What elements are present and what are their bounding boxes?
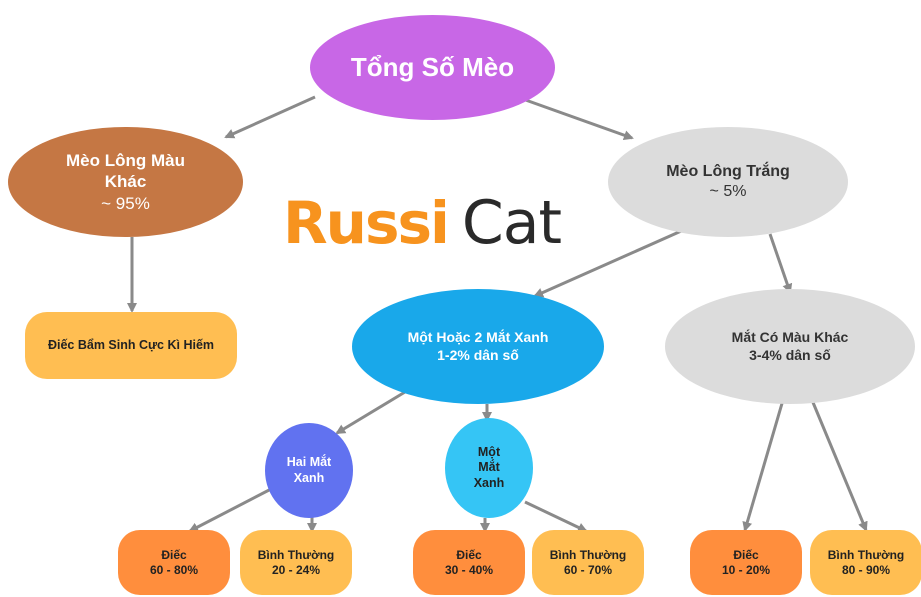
node-other-eyes-line2: 3-4% dân số (749, 346, 831, 363)
leaf-label: Bình Thường (257, 547, 335, 562)
node-other-eye-color: Mắt Có Màu Khác 3-4% dân số (665, 289, 915, 404)
node-blue-eyes: Một Hoặc 2 Mắt Xanh 1-2% dân số (352, 289, 604, 404)
leaf-value: 20 - 24% (271, 562, 321, 577)
leaf-one-blue-deaf: Điếc 30 - 40% (413, 530, 525, 595)
leaf-value: 60 - 70% (563, 562, 613, 577)
node-blue-eyes-line1: Một Hoặc 2 Mắt Xanh (407, 329, 549, 345)
node-blue-eyes-line2: 1-2% dân số (437, 346, 519, 363)
leaf-other-eyes-normal: Bình Thường 80 - 90% (810, 530, 921, 595)
node-other-fur-line1: Mèo Lông Màu (66, 151, 185, 171)
arrow-root-to-white-fur (519, 96, 634, 141)
leaf-label: Bình Thường (827, 547, 905, 562)
node-other-fur-percent: ~ 95% (101, 193, 150, 213)
leaf-value: 80 - 90% (841, 562, 891, 577)
node-white-fur-cats: Mèo Lông Trắng ~ 5% (608, 127, 848, 237)
arrow-white-fur-to-blue-eyes (533, 226, 689, 298)
node-one-blue-eye: Một Mắt Xanh (445, 418, 533, 518)
leaf-label: Điếc (456, 547, 482, 562)
arrow-other-eyes-to-deaf (742, 399, 785, 532)
russicat-logo: Russi Cat (283, 188, 562, 258)
leaf-label: Điếc (161, 547, 187, 562)
logo-cat-text: Cat (461, 188, 562, 258)
node-other-eyes-line1: Mắt Có Màu Khác (731, 329, 849, 345)
leaf-value: 10 - 20% (721, 562, 771, 577)
arrow-two-blue-to-deaf (188, 486, 274, 533)
leaf-label: Điếc (733, 547, 759, 562)
leaf-value: 60 - 80% (149, 562, 199, 577)
leaf-value: 30 - 40% (444, 562, 494, 577)
leaf-other-eyes-deaf: Điếc 10 - 20% (690, 530, 802, 595)
node-rare-congenital-deafness: Điếc Bẩm Sinh Cực Kì Hiếm (25, 312, 237, 379)
node-two-blue-line1: Hai Mắt (286, 454, 332, 469)
arrow-other-eyes-to-normal (810, 399, 868, 532)
arrow-blue-eyes-to-two-blue (335, 390, 406, 435)
logo-russi-text: Russi (283, 189, 450, 257)
node-two-blue-line2: Xanh (293, 470, 325, 485)
leaf-two-blue-deaf: Điếc 60 - 80% (118, 530, 230, 595)
leaf-one-blue-normal: Bình Thường 60 - 70% (532, 530, 644, 595)
leaf-label: Bình Thường (549, 547, 627, 562)
node-other-fur-line2: Khác (104, 172, 147, 192)
leaf-two-blue-normal: Bình Thường 20 - 24% (240, 530, 352, 595)
node-one-blue-line3: Xanh (473, 475, 505, 490)
node-total-cats: Tổng Số Mèo (310, 15, 555, 120)
arrow-root-to-other-fur (224, 95, 316, 139)
node-white-fur-line1: Mèo Lông Trắng (666, 163, 790, 180)
arrow-one-blue-to-normal (524, 500, 588, 533)
node-two-blue-eyes: Hai Mắt Xanh (265, 423, 353, 518)
node-one-blue-line2: Mắt (478, 460, 500, 475)
node-white-fur-percent: ~ 5% (709, 183, 747, 200)
arrow-white-fur-to-other-eyes (768, 233, 793, 294)
node-other-fur-cats: Mèo Lông Màu Khác ~ 95% (8, 127, 243, 237)
node-one-blue-line1: Một (477, 444, 501, 459)
node-rare-deaf-label: Điếc Bẩm Sinh Cực Kì Hiếm (47, 337, 215, 352)
node-total-cats-label: Tổng Số Mèo (350, 52, 515, 83)
